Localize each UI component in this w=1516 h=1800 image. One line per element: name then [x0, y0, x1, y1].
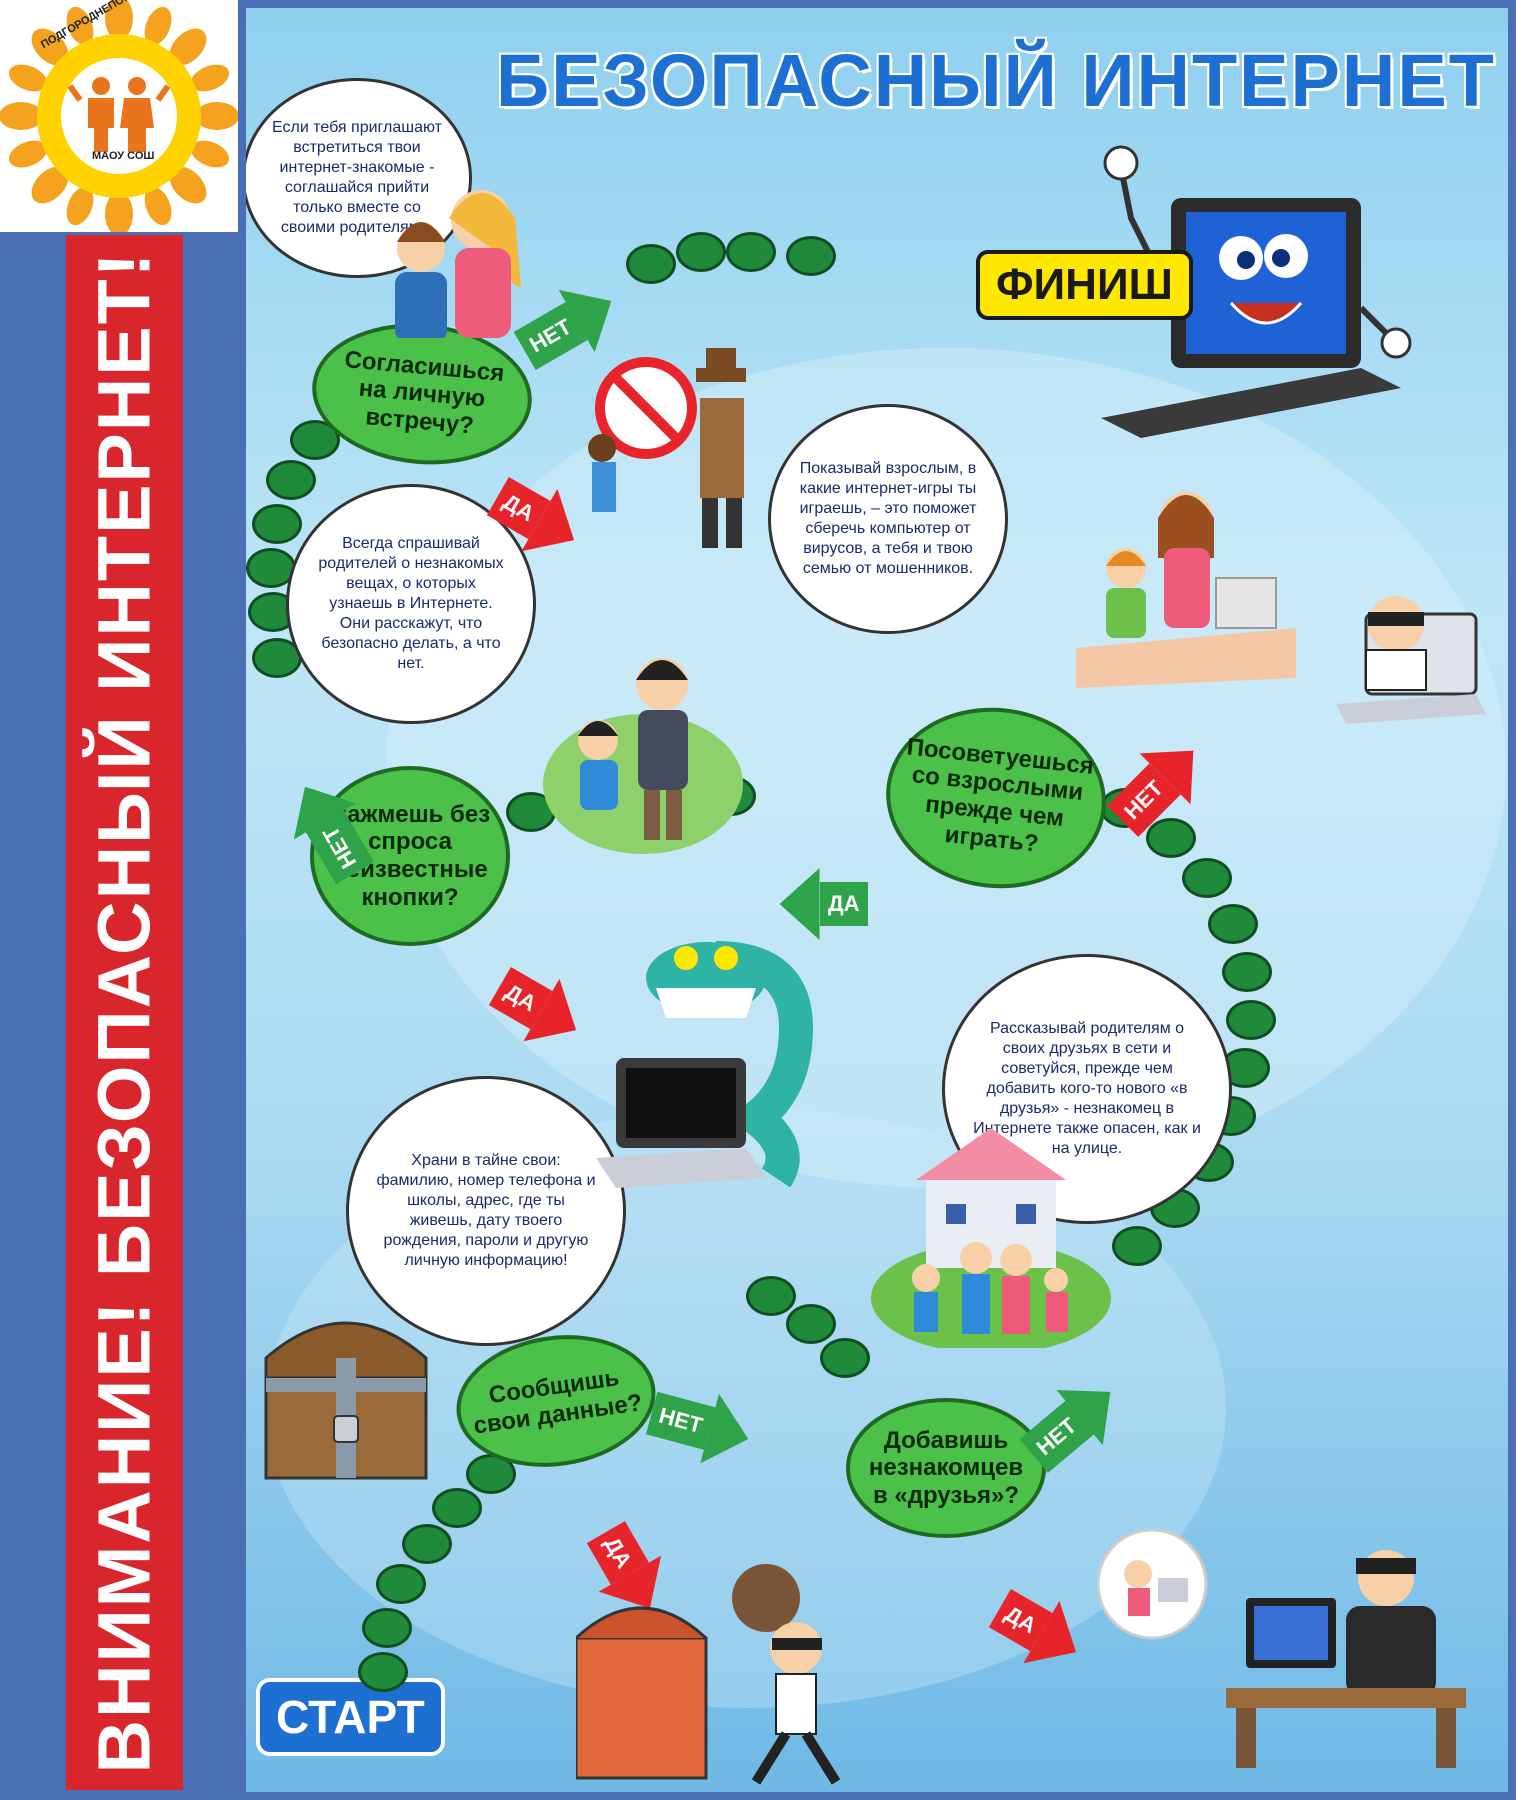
- finish-label: ФИНИШ: [976, 250, 1193, 320]
- father-and-son-illustration: [543, 658, 743, 854]
- girl-computer-badge-illustration: [1096, 1528, 1208, 1640]
- path-dot: [252, 638, 302, 678]
- path-dot: [786, 236, 836, 276]
- side-banner-text: ВНИМАНИЕ! БЕЗОПАСНЫЙ ИНТЕРНЕТ!: [82, 250, 166, 1774]
- path-dot: [358, 1652, 408, 1692]
- family-house-illustration: [871, 1128, 1111, 1348]
- treasure-chest-illustration: [264, 1321, 428, 1480]
- path-dot: [402, 1524, 452, 1564]
- mother-child-computer-illustration: [1076, 492, 1296, 688]
- stranger-danger-illustration: [588, 348, 746, 548]
- path-dot: [252, 504, 302, 544]
- poster: БЕЗОПАСНЫЙ ИНТЕРНЕТ ФИНИШ СТАРТ: [246, 8, 1508, 1792]
- hacker-computer-illustration: [1226, 1550, 1466, 1768]
- path-dot: [1208, 904, 1258, 944]
- path-dot: [1182, 858, 1232, 898]
- start-label: СТАРТ: [256, 1678, 445, 1756]
- path-dot: [626, 244, 676, 284]
- poster-title: БЕЗОПАСНЫЙ ИНТЕРНЕТ: [496, 39, 1496, 122]
- path-dot: [1222, 952, 1272, 992]
- virus-monster-laptop-illustration: [596, 941, 814, 1188]
- path-dot: [746, 1276, 796, 1316]
- path-dot: [676, 232, 726, 272]
- path-dot: [1146, 818, 1196, 858]
- question-friends: Добавишь незнакомцев в «друзья»?: [846, 1398, 1046, 1538]
- logo-sub-text: МАОУ СОШ: [92, 150, 155, 162]
- path-dot: [1226, 1000, 1276, 1040]
- path-dot: [362, 1608, 412, 1648]
- path-dot: [432, 1488, 482, 1528]
- hacker-laptop-illustration: [1336, 596, 1486, 724]
- path-dot: [1112, 1226, 1162, 1266]
- side-banner: [66, 235, 183, 1790]
- path-dot: [376, 1564, 426, 1604]
- sunflower-logo-icon: [0, 0, 239, 236]
- school-logo: ПОДГОРОДНЕПОКРОВСКАЯ МАОУ СОШ: [0, 0, 239, 236]
- bubble-keep-secret: Храни в тайне свои: фамилию, номер телеф…: [346, 1076, 626, 1346]
- bubble-ask-parents: Всегда спрашивай родителей о незнакомых …: [286, 484, 536, 724]
- laptop-mascot-icon: [1101, 145, 1412, 438]
- bubble-games-advice: Показывай взрослым, в какие интернет-игр…: [768, 404, 1008, 634]
- arrow-label: ДА: [820, 882, 868, 926]
- arrow-yes-advice: ДА: [780, 868, 868, 940]
- path-dot: [786, 1304, 836, 1344]
- mother-and-son-illustration: [395, 190, 521, 338]
- path-dot: [820, 1338, 870, 1378]
- thief-with-chest-illustration: [576, 1564, 841, 1785]
- bubble-meeting-advice: Если тебя приглашают встретиться твои ин…: [246, 78, 472, 278]
- path-dot: [266, 460, 316, 500]
- path-dot: [726, 232, 776, 272]
